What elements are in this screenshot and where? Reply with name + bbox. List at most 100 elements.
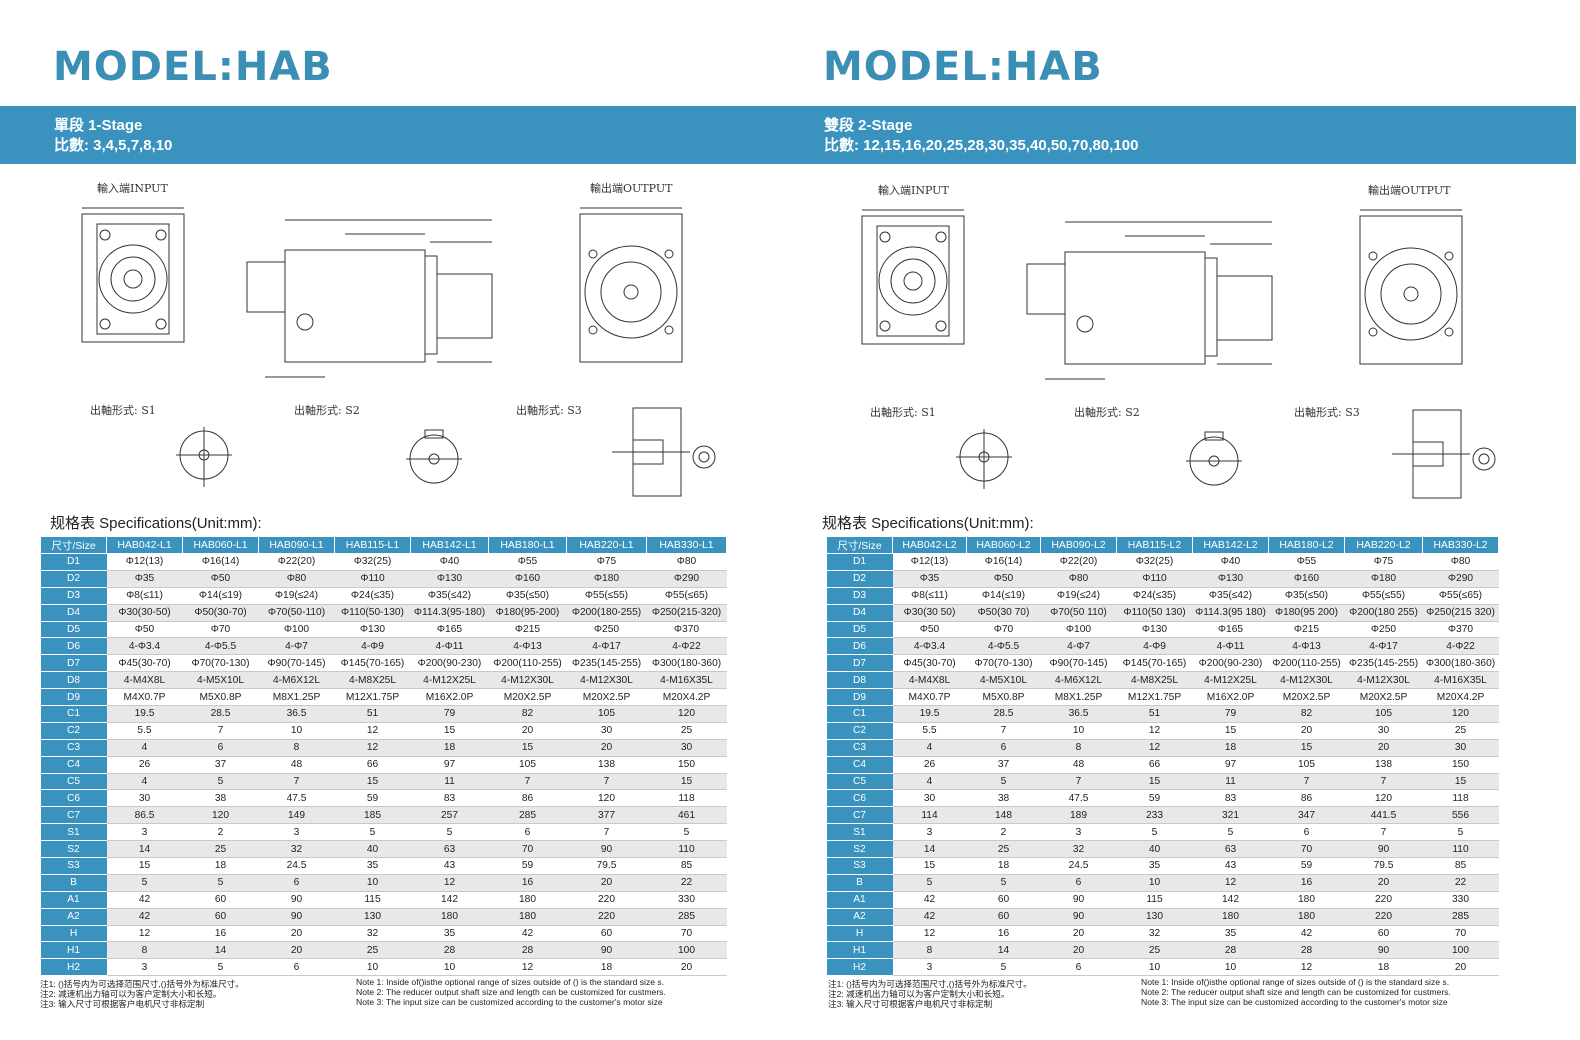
table-cell: 4-Φ11 [1192,637,1269,656]
table-cell: 5 [182,874,259,892]
table-cell: 26 [106,756,183,774]
row-header-cell: C4 [40,756,107,774]
row-header-cell: D6 [40,637,107,656]
table-cell: Φ160 [1268,570,1345,588]
table-cell: Φ19(≤24) [1040,587,1117,605]
shaft-s3-label: 出軸形式: S3 [1294,406,1360,419]
table-cell: Φ145(70-165) [334,654,411,673]
row-header-cell: C1 [826,705,893,723]
table-cell: 2 [966,823,1041,842]
table-cell: 14 [106,840,183,859]
table-cell: Φ14(≤19) [182,587,259,605]
table-cell: 10 [410,958,489,977]
table-cell: 15 [1116,773,1193,791]
model-column-header: HAB180-L2 [1268,536,1345,554]
table-cell: 15 [334,773,411,791]
page-stage-1: MODEL:HAB 單段 1-Stage 比數: 3,4,5,7,8,10 [0,44,790,1009]
table-cell: 110 [646,840,727,859]
row-header-cell: S2 [826,840,893,859]
row-header-cell: C5 [826,773,893,791]
table-cell: Φ70(70-130) [966,654,1041,673]
model-column-header: HAB220-L2 [1344,536,1423,554]
table-cell: Φ110 [1116,570,1193,588]
table-cell: 6 [1040,958,1117,977]
table-cell: 15 [106,857,183,875]
table-cell: 4 [106,773,183,791]
table-cell: Φ32(25) [334,553,411,571]
table-cell: 100 [646,941,727,960]
note-cn-2: 注2: 减速机出力轴可以为客户定制大小和长短。 [828,988,1010,999]
table-cell: 110 [1422,840,1499,859]
table-cell: 12 [488,958,567,977]
table-cell: 377 [566,806,647,825]
table-cell: 150 [646,756,727,774]
table-cell: 35 [1192,925,1269,943]
table-cell: 6 [258,958,335,977]
notes-cn: 注1: ()括号内为可选择范围尺寸,()括号外为标准尺寸。 注2: 减速机出力轴… [40,979,360,1009]
table-cell: 30 [566,722,647,740]
table-cell: 180 [488,891,567,909]
technical-drawing: 輸入端INPUT 輸出端OUTPUT 出軸形式: S1 出軸形式: S2 出軸形… [0,172,790,512]
model-column-header: HAB330-L1 [646,536,727,554]
table-cell: 97 [1192,756,1269,774]
table-cell: 5 [966,958,1041,977]
stage-label: 單段 1-Stage [54,117,143,134]
table-cell: 85 [1422,857,1499,875]
table-cell: 82 [488,705,567,723]
table-cell: 15 [1268,739,1345,757]
table-cell: 12 [1116,722,1193,740]
notes-en: Note 1: Inside of()isthe optional range … [1141,977,1511,1007]
table-cell: 4-M8X25L [334,671,411,690]
table-cell: 10 [258,722,335,740]
table-cell: 16 [182,925,259,943]
table-cell: M20X4.2P [1422,688,1499,707]
table-cell: 15 [646,773,727,791]
table-cell: Φ35 [892,570,967,588]
table-cell: Φ180(95 200) [1268,604,1345,622]
table-cell: 20 [1040,941,1117,960]
table-cell: 20 [646,958,727,977]
drawing-svg [81,207,716,497]
table-cell: 14 [966,941,1041,960]
table-cell: 32 [1040,840,1117,859]
note-cn-3: 注3: 输入尺寸可根据客户电机尺寸非标定制 [40,998,205,1009]
table-cell: Φ165 [1192,621,1269,639]
row-header-cell: D1 [40,553,107,571]
input-flange-view [81,207,185,343]
input-label: 輸入端INPUT [878,184,949,197]
table-cell: Φ50(30-70) [182,604,259,622]
table-cell: 26 [892,756,967,774]
table-cell: 15 [1192,722,1269,740]
model-column-header: HAB115-L1 [334,536,411,554]
table-cell: Φ250 [566,621,647,639]
input-label: 輸入端INPUT [97,182,168,195]
stage-banner: 單段 1-Stage 比數: 3,4,5,7,8,10 [0,106,790,164]
row-header-cell: D2 [40,570,107,588]
table-cell: 37 [182,756,259,774]
table-cell: 25 [966,840,1041,859]
table-cell: 97 [410,756,489,774]
table-cell: Φ100 [258,621,335,639]
table-cell: 28 [1268,941,1345,960]
table-cell: Φ70(50 110) [1040,604,1117,622]
table-cell: 118 [646,789,727,808]
table-cell: 60 [566,925,647,943]
table-cell: 79.5 [566,857,647,875]
table-cell: 16 [966,925,1041,943]
table-cell: M8X1.25P [258,688,335,707]
table-cell: 4 [892,773,967,791]
table-cell: 90 [1040,908,1117,926]
table-cell: 30 [1422,739,1499,757]
table-cell: 51 [1116,705,1193,723]
table-cell: 28.5 [182,705,259,723]
row-header-cell: C6 [826,789,893,808]
note-cn-1: 注1: ()括号内为可选择范围尺寸,()括号外为标准尺寸。 [40,979,244,989]
table-cell: 24.5 [258,857,335,875]
table-cell: 19.5 [106,705,183,723]
table-cell: 10 [1192,958,1269,977]
